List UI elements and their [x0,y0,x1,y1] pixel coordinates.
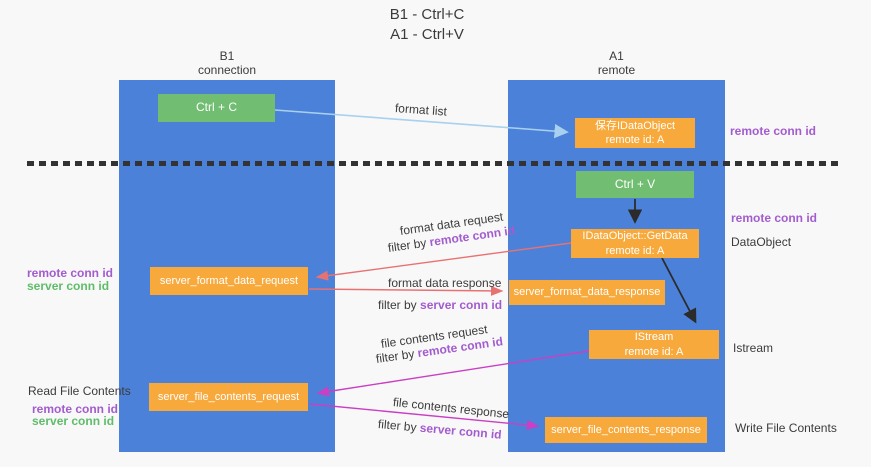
left-column-name: B1 [219,49,235,63]
server-format-data-response-label: server_format_data_response [513,286,661,299]
server-format-data-response-box: server_format_data_response [509,280,665,305]
dataobject-annotation: DataObject [731,235,792,249]
ctrl-c-box: Ctrl + C [158,94,275,122]
file-contents-response-arrow-label: file contents response [392,395,510,422]
server-file-contents-request-box: server_file_contents_request [149,383,308,411]
save-dataobject-box: 保存IDataObject remote id: A [575,118,695,148]
title-line-2: A1 - Ctrl+V [390,25,464,43]
remote-conn-id-annotation-format: remote conn id [27,266,114,280]
save-dataobject-line2: remote id: A [605,134,665,146]
server-conn-id-annotation-file: server conn id [32,414,115,428]
filter-by-text: filter by [378,298,421,312]
server-file-contents-request-label: server_file_contents_request [157,390,300,403]
filter-by-text: filter by [377,417,421,435]
server-conn-id-filter-text: server conn id [420,298,503,312]
right-column-role: remote [597,62,636,77]
save-dataobject-line1: 保存IDataObject [594,119,676,132]
remote-conn-id-annotation-top: remote conn id [730,124,817,138]
server-file-contents-response-box: server_file_contents_response [545,417,707,443]
ctrl-v-box: Ctrl + V [576,171,694,198]
server-format-data-request-label: server_format_data_request [159,274,299,287]
server-format-data-request-box: server_format_data_request [150,267,308,295]
format-data-response-arrow-label: format data response [388,276,502,290]
read-file-contents-annotation: Read File Contents [28,384,131,398]
file-contents-response-filter-label: filter by server conn id [377,417,502,442]
remote-conn-id-annotation-file: remote conn id [32,402,119,416]
filter-by-text: filter by [387,235,431,255]
istream-line1: IStream [634,331,674,344]
istream-box: IStream remote id: A [589,330,719,359]
left-column-header: B1 connection [119,49,335,78]
title-line-1: B1 - Ctrl+C [389,6,465,23]
server-conn-id-annotation-format: server conn id [27,279,110,293]
diagram-title: B1 - Ctrl+C A1 - Ctrl+V [327,5,527,44]
remote-conn-id-annotation-getdata: remote conn id [731,211,818,225]
write-file-contents-annotation: Write File Contents [735,421,837,435]
copy-paste-divider-dashed-line [27,161,843,166]
format-data-response-filter-label: filter by server conn id [378,298,502,312]
getdata-line1: IDataObject::GetData [582,230,688,243]
getdata-box: IDataObject::GetData remote id: A [571,229,699,258]
ctrl-v-label: Ctrl + V [614,176,656,191]
right-column-header: A1 remote [508,49,725,78]
server-file-contents-response-label: server_file_contents_response [551,423,701,436]
getdata-line2: remote id: A [605,244,665,257]
left-column-role: connection [197,62,257,77]
istream-line2: remote id: A [624,345,684,358]
format-list-arrow-label: format list [394,101,448,119]
istream-annotation: Istream [733,341,774,355]
right-column-name: A1 [609,49,624,63]
ctrl-c-label: Ctrl + C [195,100,237,115]
server-conn-id-filter-text: server conn id [419,420,503,442]
